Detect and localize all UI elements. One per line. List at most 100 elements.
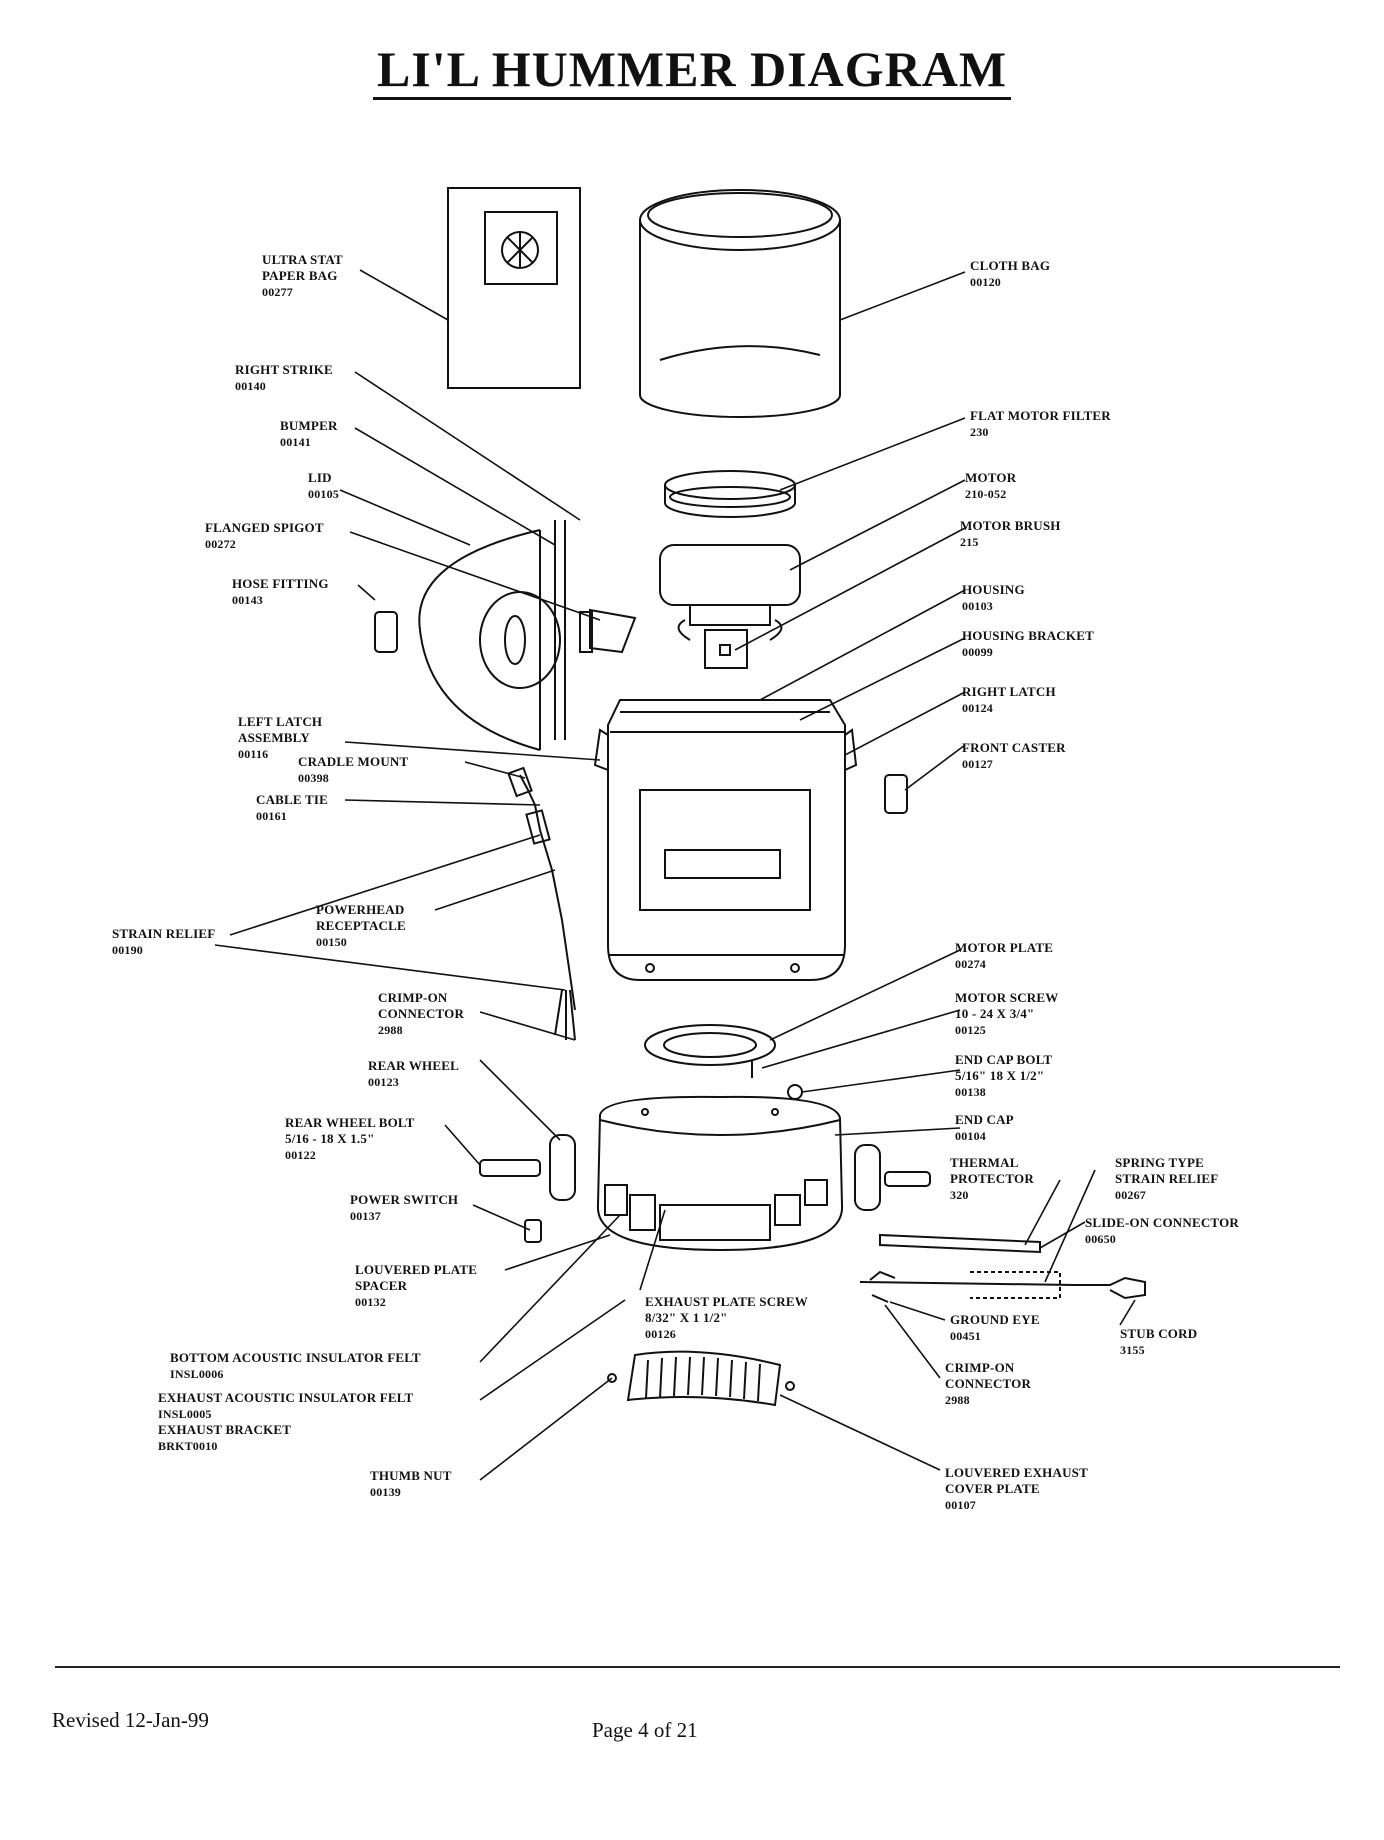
label-exhaust-plate-screw-name: EXHAUST PLATE SCREW [645, 1294, 808, 1309]
label-motor-screw-spec: 10 - 24 x 3/4" [955, 1006, 1035, 1021]
leader-lines [214, 269, 1136, 1481]
motor-drawing [659, 544, 801, 669]
label-right-latch-name: RIGHT LATCH [962, 684, 1056, 699]
label-cable-tie-name: CABLE TIE [256, 792, 329, 807]
part-number: INSL0005 [158, 1407, 212, 1421]
footer-divider [55, 1666, 1340, 1668]
label-hose-fitting: HOSE FITTING 00143 [232, 576, 329, 608]
label-powerhead-line2: RECEPTACLE [316, 918, 406, 933]
part-number: 00122 [285, 1148, 316, 1162]
lid-drawing [374, 520, 637, 751]
label-motor-brush: MOTOR BRUSH 215 [960, 518, 1061, 550]
label-cloth-bag-name: CLOTH BAG [970, 258, 1051, 273]
part-number: 00143 [232, 593, 263, 607]
label-strain-relief: STRAIN RELIEF 00190 [112, 926, 215, 958]
label-cradle-mount-name: CRADLE MOUNT [298, 754, 409, 769]
label-exhaust-felt-name: EXHAUST ACOUSTIC INSULATOR FELT [158, 1390, 414, 1405]
part-number: 2988 [945, 1393, 970, 1407]
label-bottom-felt-name: BOTTOM ACOUSTIC INSULATOR FELT [170, 1350, 421, 1365]
label-louvered-exhaust-cover: LOUVERED EXHAUST COVER PLATE 00107 [945, 1465, 1088, 1513]
label-lid: LID 00105 [308, 470, 339, 502]
part-number: INSL0006 [170, 1367, 224, 1381]
label-bumper: BUMPER 00141 [280, 418, 338, 450]
label-rear-wheel-name: REAR WHEEL [368, 1058, 459, 1073]
part-number: 00139 [370, 1485, 401, 1499]
part-number: 00107 [945, 1498, 976, 1512]
label-cable-tie: CABLE TIE 00161 [256, 792, 328, 824]
label-hose-fitting-name: HOSE FITTING [232, 576, 329, 591]
part-number: 00398 [298, 771, 329, 785]
part-number: 3155 [1120, 1343, 1145, 1357]
part-number: 320 [950, 1188, 969, 1202]
part-number: 00161 [256, 809, 287, 823]
label-louvered-cover-line2: COVER PLATE [945, 1481, 1040, 1496]
part-number: 00141 [280, 435, 311, 449]
label-motor-name: MOTOR [965, 470, 1017, 485]
revision-date: Revised 12-Jan-99 [52, 1708, 209, 1732]
label-end-cap: END CAP 00104 [955, 1112, 1014, 1144]
label-crimp-on-connector-2: CRIMP-ON CONNECTOR 2988 [945, 1360, 1031, 1408]
label-spring-type-strain-relief: SPRING TYPE STRAIN RELIEF 00267 [1115, 1155, 1218, 1203]
label-louvered-plate-spacer: LOUVERED PLATE SPACER 00132 [355, 1262, 477, 1310]
label-thumb-nut-name: THUMB NUT [370, 1468, 452, 1483]
part-number: 00277 [262, 285, 293, 299]
label-right-strike: RIGHT STRIKE 00140 [235, 362, 333, 394]
part-number: 00105 [308, 487, 339, 501]
label-motor: MOTOR 210-052 [965, 470, 1016, 502]
label-ultra-stat-line2: PAPER BAG [262, 268, 338, 283]
label-louvered-cover-line1: LOUVERED EXHAUST [945, 1465, 1088, 1480]
label-left-latch-line1: LEFT LATCH [238, 714, 323, 729]
label-motor-screw: MOTOR SCREW 10 - 24 x 3/4" 00125 [955, 990, 1058, 1038]
part-number: 00138 [955, 1085, 986, 1099]
page-title-text: LI'L HUMMER DIAGRAM [372, 41, 1012, 100]
label-housing: HOUSING 00103 [962, 582, 1025, 614]
label-housing-name: HOUSING [962, 582, 1025, 597]
label-flat-motor-filter: FLAT MOTOR FILTER 230 [970, 408, 1111, 440]
part-number: 230 [970, 425, 989, 439]
label-housing-bracket-name: HOUSING BRACKET [962, 628, 1094, 643]
part-number: 00451 [950, 1329, 981, 1343]
part-number: 00190 [112, 943, 143, 957]
label-rear-wheel-bolt-spec: 5/16 - 18 x 1.5" [285, 1131, 375, 1146]
label-lid-name: LID [308, 470, 332, 485]
label-bumper-name: BUMPER [280, 418, 338, 433]
label-motor-plate: MOTOR PLATE 00274 [955, 940, 1053, 972]
label-rear-wheel-bolt-name: REAR WHEEL BOLT [285, 1115, 415, 1130]
label-ground-eye: GROUND EYE 00451 [950, 1312, 1040, 1344]
part-number: 00127 [962, 757, 993, 771]
label-front-caster: FRONT CASTER 00127 [962, 740, 1066, 772]
label-thermal-protector-line2: PROTECTOR [950, 1171, 1034, 1186]
label-crimp-on-1-line1: CRIMP-ON [378, 990, 448, 1005]
label-flanged-spigot: FLANGED SPIGOT 00272 [205, 520, 324, 552]
louvered-cover-drawing [607, 1350, 795, 1407]
label-bottom-acoustic-felt: BOTTOM ACOUSTIC INSULATOR FELT INSL0006 [170, 1350, 421, 1382]
label-power-switch-name: POWER SWITCH [350, 1192, 459, 1207]
part-number: BRKT0010 [158, 1439, 218, 1453]
part-number: 00125 [955, 1023, 986, 1037]
label-slide-on-name: SLIDE-ON CONNECTOR [1085, 1215, 1239, 1230]
part-number: 00099 [962, 645, 993, 659]
label-cloth-bag: CLOTH BAG 00120 [970, 258, 1050, 290]
paper-bag-drawing [447, 187, 581, 389]
label-front-caster-name: FRONT CASTER [962, 740, 1066, 755]
label-exhaust-plate-screw-spec: 8/32" x 1 1/2" [645, 1310, 728, 1325]
housing-drawing [593, 699, 908, 981]
label-stub-cord: STUB CORD 3155 [1120, 1326, 1197, 1358]
part-number: 00126 [645, 1327, 676, 1341]
part-number: 210-052 [965, 487, 1007, 501]
label-end-cap-name: END CAP [955, 1112, 1014, 1127]
label-stub-cord-name: STUB CORD [1120, 1326, 1198, 1341]
label-end-cap-bolt-spec: 5/16" 18 x 1/2" [955, 1068, 1045, 1083]
label-cradle-mount: CRADLE MOUNT 00398 [298, 754, 408, 786]
part-number: 00116 [238, 747, 269, 761]
part-number: 00274 [955, 957, 986, 971]
label-end-cap-bolt: END CAP BOLT 5/16" 18 x 1/2" 00138 [955, 1052, 1052, 1100]
label-left-latch-line2: ASSEMBLY [238, 730, 310, 745]
label-motor-brush-name: MOTOR BRUSH [960, 518, 1061, 533]
part-number: 00272 [205, 537, 236, 551]
page-title: LI'L HUMMER DIAGRAM [0, 40, 1384, 100]
label-motor-plate-name: MOTOR PLATE [955, 940, 1054, 955]
part-number: 00267 [1115, 1188, 1146, 1202]
page-number: Page 4 of 21 [592, 1718, 698, 1742]
